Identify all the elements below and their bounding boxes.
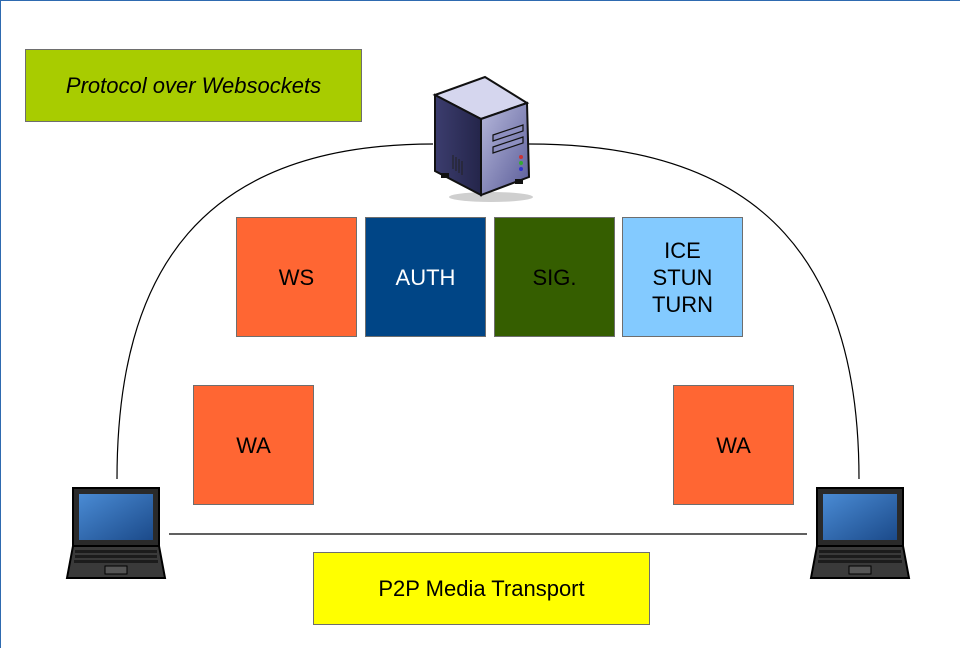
laptop-right-icon bbox=[809, 487, 911, 579]
p2p-media-transport-box: P2P Media Transport bbox=[313, 552, 650, 625]
ws-block: WS bbox=[236, 217, 357, 337]
wa-right-block: WA bbox=[673, 385, 794, 505]
arc-server-to-right-client bbox=[528, 143, 860, 480]
auth-label: AUTH bbox=[395, 264, 456, 290]
ice-stun-turn-block: ICE STUN TURN bbox=[622, 217, 743, 337]
p2p-media-transport-label: P2P Media Transport bbox=[378, 576, 585, 601]
auth-block: AUTH bbox=[365, 217, 486, 337]
protocol-over-websockets-box: Protocol over Websockets bbox=[25, 49, 362, 122]
wa-right-label: WA bbox=[716, 432, 751, 458]
ws-label: WS bbox=[278, 264, 315, 290]
laptop-left-icon bbox=[65, 487, 167, 579]
protocol-over-websockets-label: Protocol over Websockets bbox=[65, 73, 322, 98]
wa-left-block: WA bbox=[193, 385, 314, 505]
server-tower-icon bbox=[432, 75, 533, 202]
wa-left-label: WA bbox=[236, 432, 271, 458]
arc-left-client-to-server bbox=[116, 143, 434, 480]
sig-label: SIG. bbox=[532, 264, 577, 290]
sig-block: SIG. bbox=[494, 217, 615, 337]
ice-stun-turn-label: ICE STUN TURN bbox=[651, 237, 714, 317]
